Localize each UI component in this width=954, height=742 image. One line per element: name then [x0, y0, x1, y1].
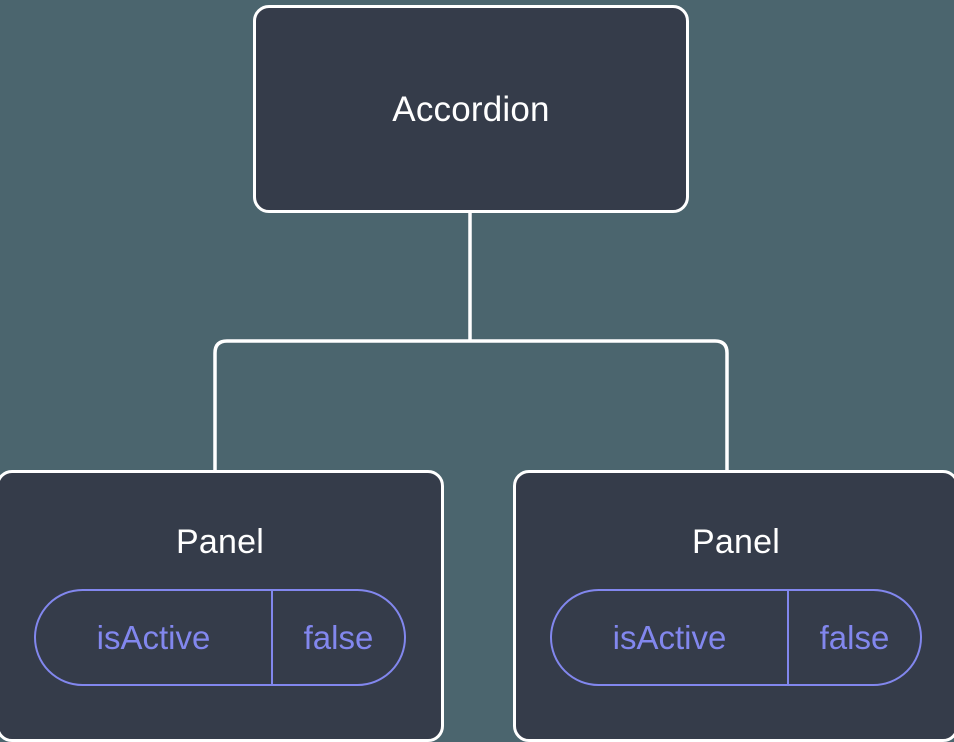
connector-branch-right [470, 339, 729, 472]
state-value-panel-1: false [303, 619, 374, 656]
state-key-panel-1: isActive [36, 591, 273, 684]
state-key-panel-2: isActive [552, 591, 789, 684]
connector-branch-left [213, 339, 470, 472]
node-accordion-label: Accordion [392, 89, 550, 129]
node-panel-1[interactable]: Panel isActive false [0, 470, 444, 742]
state-badge-panel-2[interactable]: isActive false [550, 589, 922, 686]
state-badge-panel-1[interactable]: isActive false [34, 589, 406, 686]
state-value-panel-2: false [819, 619, 890, 656]
node-panel-1-label: Panel [176, 523, 264, 561]
node-accordion[interactable]: Accordion [253, 5, 689, 213]
node-panel-2-label: Panel [692, 523, 780, 561]
node-panel-2[interactable]: Panel isActive false [513, 470, 954, 742]
